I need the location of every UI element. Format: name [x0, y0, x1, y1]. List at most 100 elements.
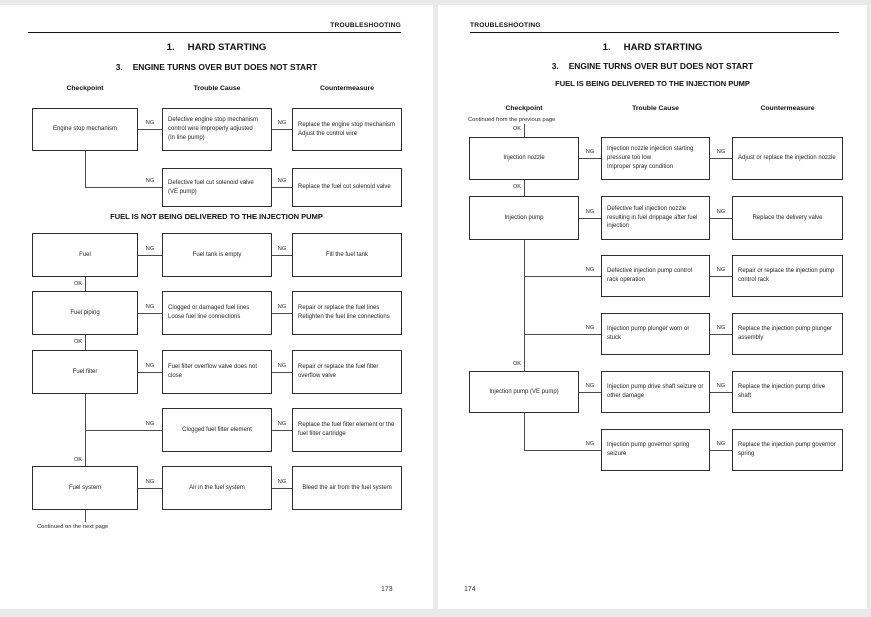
connector-line: [710, 392, 732, 393]
measure-box-injection-pump: Replace the delivery valve: [732, 196, 843, 240]
connector-line: [579, 392, 601, 393]
flowchart-section-title: FUEL IS NOT BEING DELIVERED TO THE INJEC…: [110, 212, 323, 221]
cause-box-fuel-cut: Defective fuel cut solenoid valve (VE pu…: [162, 168, 272, 207]
chapter-number: 1.: [166, 42, 175, 53]
connector-line: [710, 450, 732, 451]
section-title: 3. ENGINE TURNS OVER BUT DOES NOT START: [0, 62, 433, 72]
continued-from-previous-note: Continued from the previous page: [468, 117, 556, 123]
column-header-countermeasure: Countermeasure: [760, 105, 815, 112]
connector-line: [524, 180, 525, 196]
chapter-title: 1. HARD STARTING: [0, 42, 433, 53]
connector-line: [138, 313, 162, 314]
checkpoint-box-ve-pump: Injection pump (VE pump): [469, 371, 579, 413]
connector-line: [524, 450, 601, 451]
page-number: 173: [381, 586, 393, 593]
connector-line: [272, 129, 292, 130]
column-header-countermeasure: Countermeasure: [319, 85, 374, 92]
ng-label: NG: [145, 479, 155, 485]
measure-box-fuel-filter: Repair or replace the fuel filter overfl…: [292, 350, 402, 394]
ng-label: NG: [716, 149, 726, 155]
ok-label: OK: [512, 126, 521, 132]
measure-box-fuel-system: Bleed the air from the fuel system: [292, 466, 402, 510]
cause-box-governor-spring: Injection pump governor spring seizure: [601, 429, 710, 471]
checkpoint-box-engine-stop: Engine stop mechanism: [32, 108, 138, 151]
checkpoint-box-fuel-system: Fuel system: [32, 466, 138, 510]
column-header-trouble-cause: Trouble Cause: [193, 85, 241, 92]
ng-label: NG: [145, 246, 155, 252]
checkpoint-box-injection-nozzle: Injection nozzle: [469, 137, 579, 180]
ng-label: NG: [277, 120, 287, 126]
connector-line: [272, 430, 292, 431]
ng-label: NG: [145, 120, 155, 126]
ng-label: NG: [277, 421, 287, 427]
connector-line: [710, 334, 732, 335]
connector-line: [85, 430, 162, 431]
connector-line: [579, 158, 601, 159]
ng-label: NG: [145, 421, 155, 427]
cause-box-injection-nozzle: Injection nozzle injection starting pres…: [601, 137, 710, 180]
cause-box-fuel: Fuel tank is empty: [162, 233, 272, 277]
connector-line: [524, 124, 525, 137]
measure-box-engine-stop: Replace the engine stop mechanism Adjust…: [292, 108, 402, 151]
chapter-title: 1. HARD STARTING: [438, 42, 867, 53]
connector-line: [85, 187, 162, 188]
ng-label: NG: [716, 209, 726, 215]
column-header-checkpoint: Checkpoint: [505, 105, 543, 112]
cause-box-fuel-piping: Clogged or damaged fuel lines Loose fuel…: [162, 291, 272, 335]
connector-line: [579, 218, 601, 219]
ng-label: NG: [585, 383, 595, 389]
running-header: TROUBLESHOOTING: [330, 22, 401, 29]
chapter-number: 1.: [602, 42, 611, 53]
ok-label: OK: [73, 339, 82, 345]
measure-box-plunger: Replace the injection pump plunger assem…: [732, 313, 843, 355]
ng-label: NG: [585, 325, 595, 331]
page-left: TROUBLESHOOTING 1. HARD STARTING 3. ENGI…: [0, 5, 433, 609]
cause-box-injection-pump: Defective fuel injection nozzle resultin…: [601, 196, 710, 240]
section-title-text: ENGINE TURNS OVER BUT DOES NOT START: [568, 61, 754, 71]
connector-line: [85, 151, 86, 187]
connector-line: [272, 488, 292, 489]
ok-label: OK: [512, 184, 521, 190]
measure-box-injection-nozzle: Adjust or replace the injection nozzle: [732, 137, 843, 180]
connector-line: [524, 334, 601, 335]
measure-box-control-rack: Repair or replace the injection pump con…: [732, 255, 843, 297]
section-title-text: ENGINE TURNS OVER BUT DOES NOT START: [132, 62, 318, 72]
ng-label: NG: [585, 441, 595, 447]
connector-line: [710, 276, 732, 277]
connector-line: [85, 335, 86, 350]
connector-line: [85, 277, 86, 291]
ng-label: NG: [145, 304, 155, 310]
chapter-title-text: HARD STARTING: [623, 42, 703, 53]
section-number: 3.: [115, 62, 123, 72]
cause-box-filter-element: Clogged fuel filter element: [162, 408, 272, 452]
cause-box-fuel-filter: Fuel filter overflow valve does not clos…: [162, 350, 272, 394]
measure-box-fuel-piping: Repair or replace the fuel lines Retight…: [292, 291, 402, 335]
ng-label: NG: [277, 304, 287, 310]
checkpoint-box-injection-pump: Injection pump: [469, 196, 579, 240]
checkpoint-box-fuel: Fuel: [32, 233, 138, 277]
section-number: 3.: [551, 61, 559, 71]
connector-line: [272, 187, 292, 188]
connector-line: [138, 372, 162, 373]
column-header-checkpoint: Checkpoint: [66, 85, 104, 92]
continued-next-page-note: Continued on the next page: [37, 524, 109, 530]
ng-label: NG: [277, 479, 287, 485]
ng-label: NG: [145, 178, 155, 184]
connector-line: [138, 255, 162, 256]
measure-box-drive-shaft: Replace the injection pump drive shaft: [732, 371, 843, 413]
connector-line: [710, 158, 732, 159]
checkpoint-box-fuel-piping: Fuel piping: [32, 291, 138, 335]
header-rule: [470, 32, 839, 33]
connector-line: [272, 372, 292, 373]
ng-label: NG: [585, 267, 595, 273]
ng-label: NG: [277, 363, 287, 369]
cause-box-engine-stop: Defective engine stop mechanism control …: [162, 108, 272, 151]
measure-box-filter-element: Replace the fuel filter element or the f…: [292, 408, 402, 452]
measure-box-fuel-cut: Replace the fuel cut solenoid valve: [292, 168, 402, 207]
ng-label: NG: [277, 178, 287, 184]
connector-line: [710, 218, 732, 219]
measure-box-governor-spring: Replace the injection pump governor spri…: [732, 429, 843, 471]
connector-line: [138, 129, 162, 130]
running-header: TROUBLESHOOTING: [470, 22, 541, 29]
